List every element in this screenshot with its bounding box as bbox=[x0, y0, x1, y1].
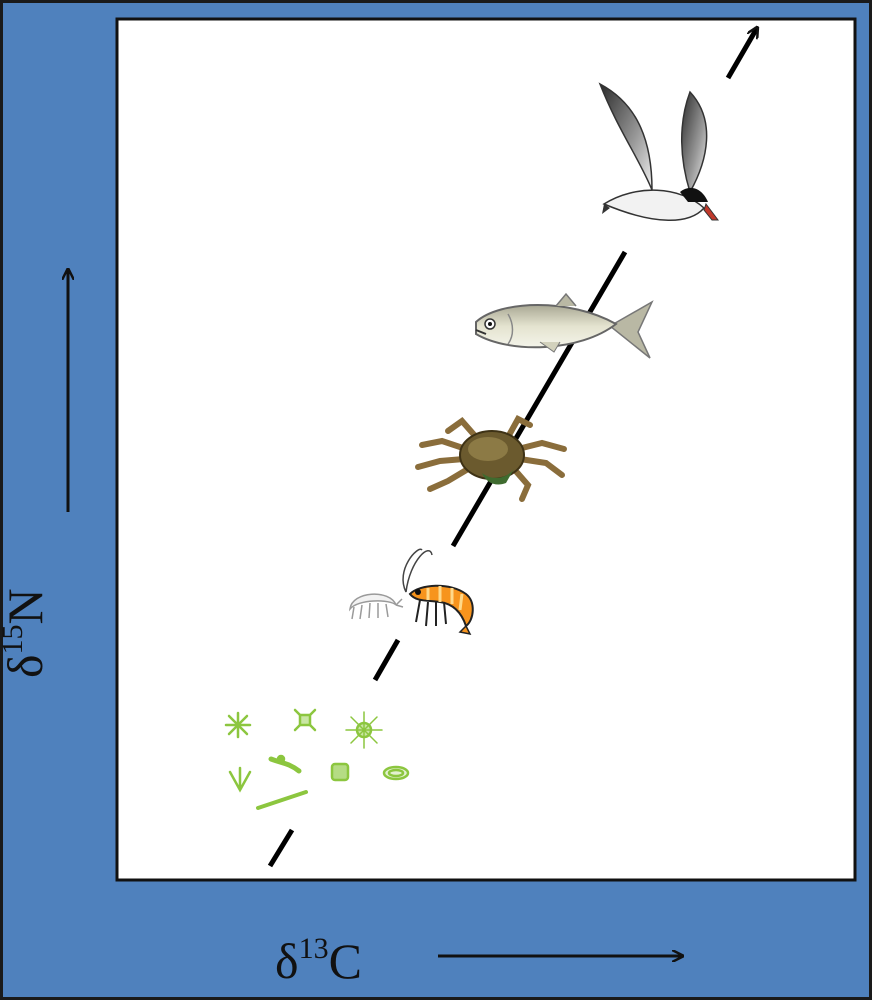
y-axis-superscript: 15 bbox=[0, 624, 29, 654]
y-axis-label-wrap: δ15N bbox=[0, 558, 58, 658]
x-axis-label: δ13C bbox=[275, 934, 362, 986]
x-axis-superscript: 13 bbox=[299, 932, 329, 965]
y-axis-element: N bbox=[0, 588, 53, 624]
x-axis-symbol: δ bbox=[275, 933, 299, 989]
y-axis-symbol: δ bbox=[0, 654, 53, 678]
x-axis-element: C bbox=[329, 933, 362, 989]
y-axis-label: δ15N bbox=[0, 588, 50, 678]
